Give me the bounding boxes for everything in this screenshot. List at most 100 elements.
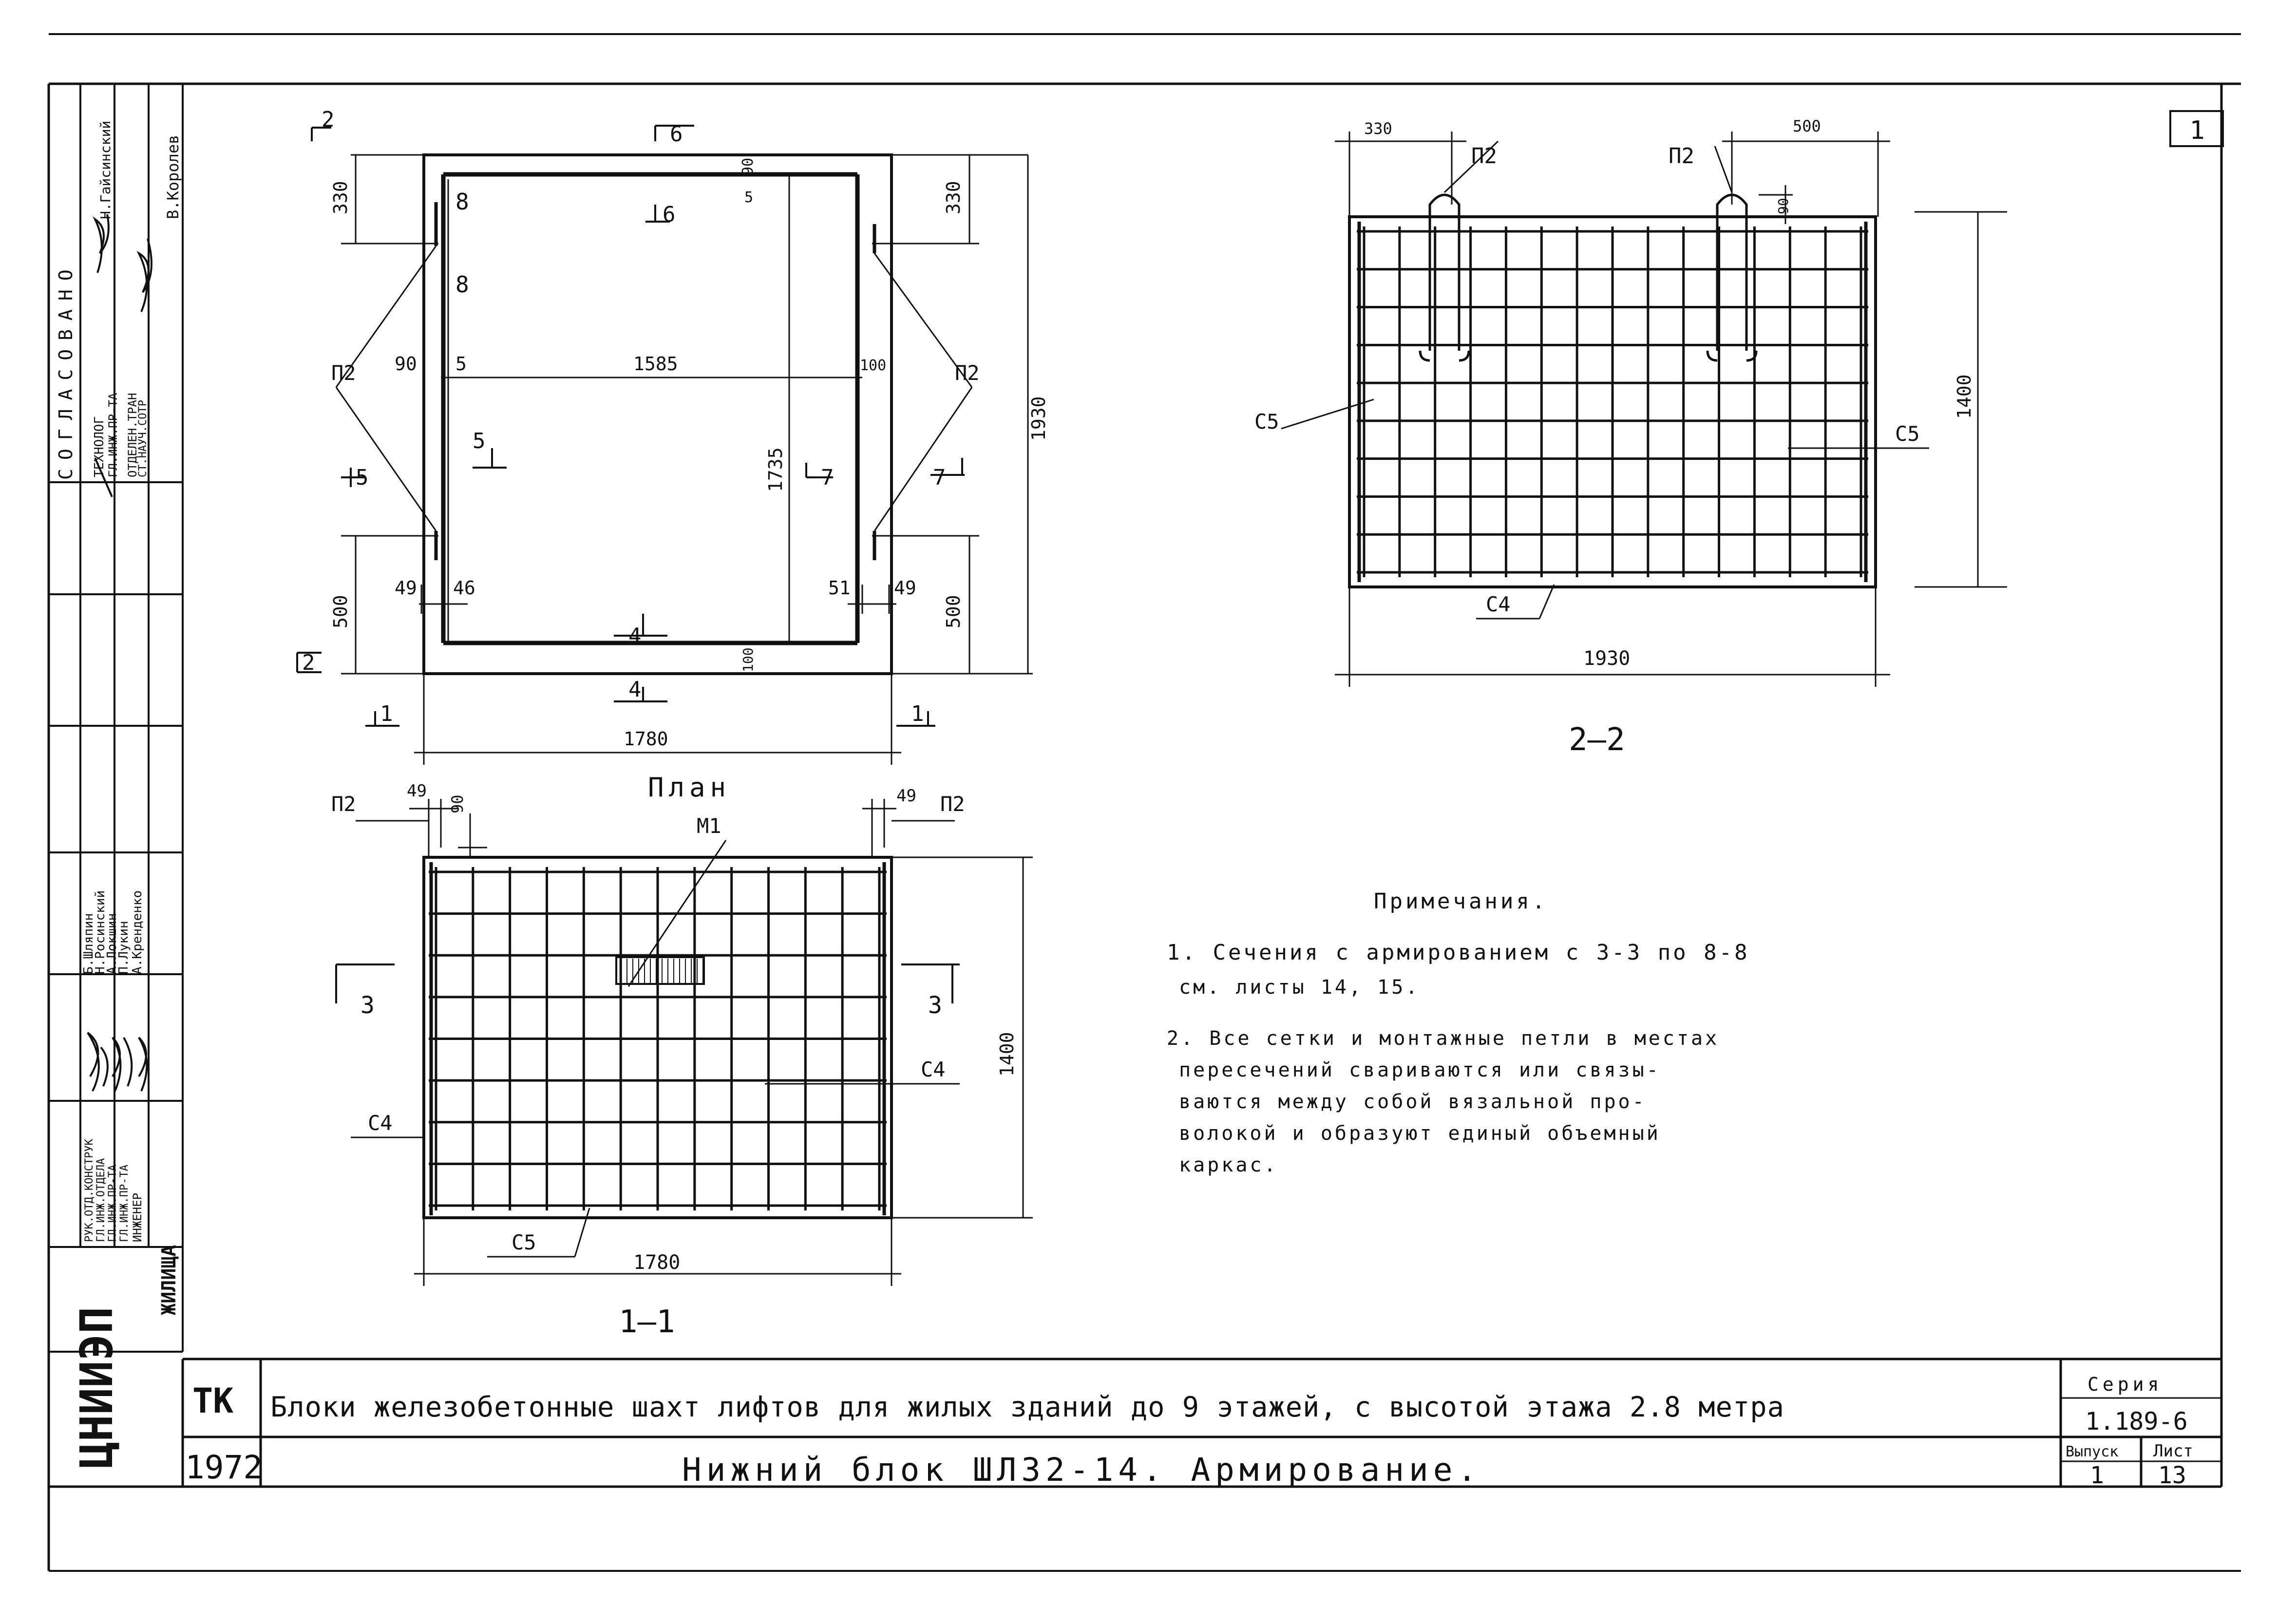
- plan-dim-500-right: 500: [943, 595, 964, 628]
- plan-dim-5-mid: 5: [455, 353, 467, 375]
- author-name-1: Б.Шляпин: [81, 913, 96, 974]
- s22-label-p2-b: П2: [1669, 144, 1694, 169]
- agreed-title: СОГЛАСОВАНО: [55, 261, 76, 480]
- notes-title: Примечания.: [1374, 889, 1548, 914]
- s11-dim-1400: 1400: [996, 1032, 1018, 1076]
- s11-dim-49-right: 49: [896, 786, 916, 806]
- signature-2: [92, 214, 110, 273]
- plan-dim-90-mid: 90: [395, 353, 417, 375]
- sheet-frame: [47, 33, 2241, 1572]
- plan-caption: План: [648, 772, 731, 803]
- author-role-1: РУК.ОТД.КОНСТРУК: [83, 1138, 95, 1242]
- plan-label-p2-right: П2: [955, 361, 980, 385]
- plan-section-6-in: 6: [663, 202, 676, 227]
- s11-caption: 1—1: [619, 1304, 675, 1340]
- plan-mark-8-a: 8: [455, 189, 469, 215]
- s11-label-m1: М1: [697, 814, 721, 838]
- note-2-line-4: волокой и образуют единый объемный: [1179, 1122, 1661, 1145]
- plan-dim-1735: 1735: [765, 447, 786, 492]
- tb-issue-label: Выпуск: [2066, 1443, 2118, 1460]
- author-name-2: Н.Росинский: [93, 890, 108, 974]
- approval-stamp: СОГЛАСОВАНО ТЕХНОЛОГ ГЛ.ИНЖ.ПР-ТА Н.Гайс…: [49, 83, 184, 1469]
- org-logo: ЦНИИЭП: [71, 1307, 123, 1469]
- plan-section-5-in: 5: [473, 429, 486, 453]
- note-2-line-2: пересечений свариваются или связы-: [1179, 1059, 1661, 1081]
- tb-sheet-value: 13: [2158, 1462, 2186, 1489]
- s22-label-c5-left: С5: [1254, 410, 1279, 434]
- plan-dim-90-top: 90: [740, 158, 757, 175]
- notes: Примечания. 1. Сечения с армированием с …: [1167, 889, 1750, 1176]
- s22-label-c4: С4: [1486, 592, 1511, 616]
- section-1-1-mesh: [429, 862, 887, 1215]
- plan-section-1-left: 1: [380, 701, 393, 726]
- note-1-line-1: 1. Сечения с армированием с 3-3 по 8-8: [1167, 940, 1750, 965]
- plan-section-2-bottom: 2: [302, 650, 315, 675]
- plan-dim-330-right: 330: [943, 181, 964, 214]
- s11-section-3-left: 3: [361, 992, 375, 1019]
- plan-section-1-right: 1: [911, 701, 924, 726]
- author-name-3: А.Локшин: [105, 913, 119, 974]
- plan-dim-1780: 1780: [624, 728, 668, 750]
- note-1-line-2: см. листы 14, 15.: [1179, 976, 1420, 999]
- s22-dim-1400: 1400: [1954, 374, 1975, 419]
- s11-dim-49-left: 49: [407, 781, 427, 801]
- s22-dim-90: 90: [1775, 198, 1791, 214]
- section-2-2: 330 500 90 1400 1930 П2 П2 С5 С5 С4 2—2: [1254, 117, 2007, 758]
- tb-series-value: 1.189-6: [2085, 1407, 2188, 1435]
- plan-dim-51: 51: [828, 577, 851, 599]
- plan-dim-46: 46: [453, 577, 475, 599]
- section-1-1: П2 П2 М1 С4 С4 С5 3 3 49 90 49 1400 1780…: [331, 781, 1033, 1340]
- plan-dim-100-bottom: 100: [740, 647, 756, 672]
- agreed-name-1: Н.Гайсинский: [97, 121, 114, 219]
- agreed-role-2: ОТДЕЛЕН.ТРАН: [126, 393, 139, 477]
- section-2-2-mesh: [1357, 222, 1868, 582]
- signature-3: [136, 238, 152, 312]
- s22-dim-1930: 1930: [1583, 647, 1630, 670]
- s11-dim-90: 90: [448, 794, 467, 813]
- s11-dim-1780: 1780: [633, 1251, 680, 1274]
- s11-label-p2-left: П2: [331, 792, 356, 816]
- plan-dim-49-right: 49: [894, 577, 916, 599]
- sheet-mark: 1: [2169, 110, 2224, 147]
- plan-dim-1930: 1930: [1028, 396, 1049, 441]
- author-name-5: А.Кренденко: [130, 890, 145, 974]
- s22-label-c5-right: С5: [1895, 422, 1920, 446]
- author-role-4: ГЛ.ИНЖ.ПР-ТА: [118, 1165, 131, 1242]
- s22-dim-330: 330: [1364, 119, 1392, 138]
- embedded-plate-m1: [615, 956, 705, 985]
- s22-caption: 2—2: [1569, 722, 1625, 758]
- author-name-4: П.Лукин: [116, 921, 131, 974]
- author-role-5: ИНЖЕНЕР: [131, 1193, 144, 1242]
- tb-subtitle: Нижний блок ШЛ32-14. Армирование.: [682, 1451, 1481, 1489]
- tb-tk: ТК: [192, 1381, 233, 1421]
- agreed-org-2: СТ.НАУЧ.СОТР: [137, 400, 149, 477]
- plan-section-7-right: 7: [933, 465, 946, 490]
- title-block: ТК 1972 Блоки железобетонные шахт лифтов…: [181, 1358, 2221, 1489]
- plan-label-p2-left: П2: [331, 361, 356, 385]
- s11-label-c5: С5: [512, 1230, 536, 1254]
- plan-section-4-bottom: 4: [628, 677, 642, 702]
- tb-sheet-label: Лист: [2153, 1441, 2193, 1461]
- plan-dim-500-left: 500: [330, 595, 351, 628]
- author-role-3: ГЛ.ИНЖ.ПР-ТА: [107, 1165, 119, 1242]
- s11-section-3-right: 3: [928, 992, 942, 1019]
- tb-issue-value: 1: [2090, 1462, 2104, 1489]
- plan-dim-5-top: 5: [744, 189, 753, 206]
- org-logo-sub: ЖИЛИЩА: [158, 1245, 180, 1316]
- author-signatures: [87, 1032, 148, 1092]
- s11-label-c4-left: С4: [368, 1111, 393, 1135]
- plan-dim-1585: 1585: [633, 353, 678, 375]
- author-role-2: ГЛ.ИНЖ.ОТДЕЛА: [95, 1158, 107, 1242]
- s22-dim-500: 500: [1793, 117, 1821, 135]
- plan-mark-8-b: 8: [455, 271, 469, 298]
- plan-dim-49-left: 49: [395, 577, 417, 599]
- tb-title: Блоки железобетонные шахт лифтов для жил…: [270, 1391, 1784, 1423]
- sheet-mark-text: 1: [2189, 116, 2204, 145]
- s11-label-p2-right: П2: [940, 792, 965, 816]
- tb-year: 1972: [185, 1449, 263, 1486]
- tb-series-label: Серия: [2087, 1374, 2163, 1395]
- signature-1: [94, 457, 113, 497]
- agreed-name-2: В.Королев: [164, 135, 182, 219]
- s11-label-c4-right: С4: [921, 1057, 946, 1081]
